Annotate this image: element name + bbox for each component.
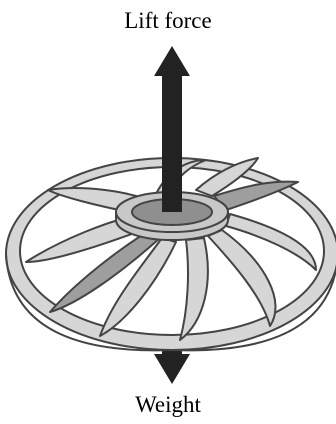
lift-force-arrow-shaft [162,72,182,212]
lift-force-arrow-head [154,46,190,76]
weight-label: Weight [0,392,336,418]
weight-arrow-head [154,354,190,384]
